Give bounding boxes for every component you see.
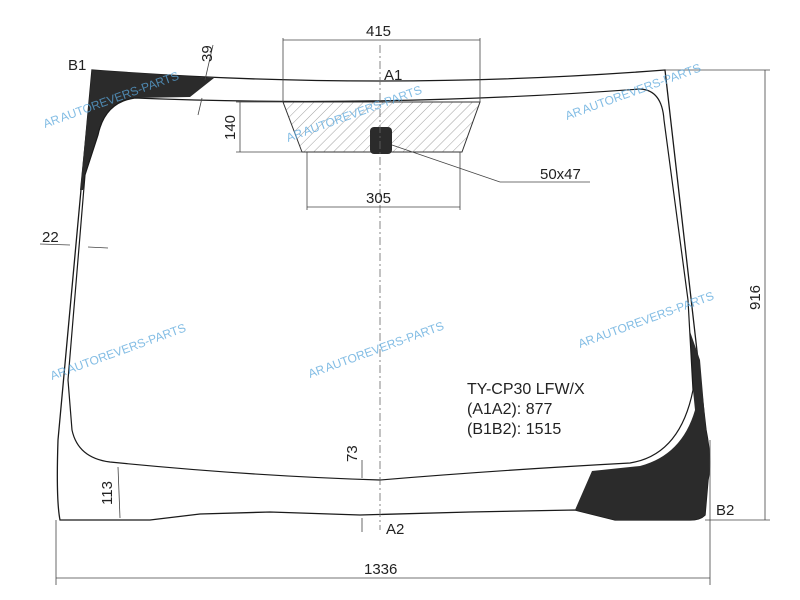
dim-total-height: 916	[747, 285, 764, 310]
label-a2: A2	[386, 521, 404, 538]
label-b2: B2	[716, 502, 734, 519]
dimension-lines	[39, 38, 770, 585]
dim-side-band: 22	[42, 229, 59, 246]
dim-sensor-size: 50x47	[540, 166, 581, 183]
label-a1: A1	[384, 67, 402, 84]
label-b1: B1	[68, 57, 86, 74]
dim-top-width: 415	[366, 23, 391, 40]
b1b2-length: (B1B2): 1515	[467, 421, 561, 438]
svg-text:AR: AR	[48, 364, 69, 383]
a1a2-length: (A1A2): 877	[467, 401, 552, 418]
svg-text:AR: AR	[576, 332, 597, 351]
rain-sensor	[370, 127, 392, 154]
dim-top-band: 39	[199, 45, 216, 62]
viewing-area	[67, 88, 694, 481]
ceramic-band-bottom-right	[575, 320, 710, 520]
svg-text:AR: AR	[306, 362, 327, 381]
ceramic-band-top-left	[80, 70, 214, 190]
dim-sensor-bottom-width: 305	[366, 190, 391, 207]
dim-bottom-band-left: 113	[99, 481, 116, 505]
dim-sensor-height: 140	[222, 115, 239, 140]
dim-total-width: 1336	[364, 561, 397, 578]
svg-text:AR: AR	[284, 126, 305, 145]
dim-bottom-band-center: 73	[344, 445, 361, 462]
part-code: TY-CP30 LFW/X	[467, 381, 585, 398]
svg-text:AR: AR	[41, 112, 62, 131]
svg-text:AR: AR	[563, 104, 584, 123]
